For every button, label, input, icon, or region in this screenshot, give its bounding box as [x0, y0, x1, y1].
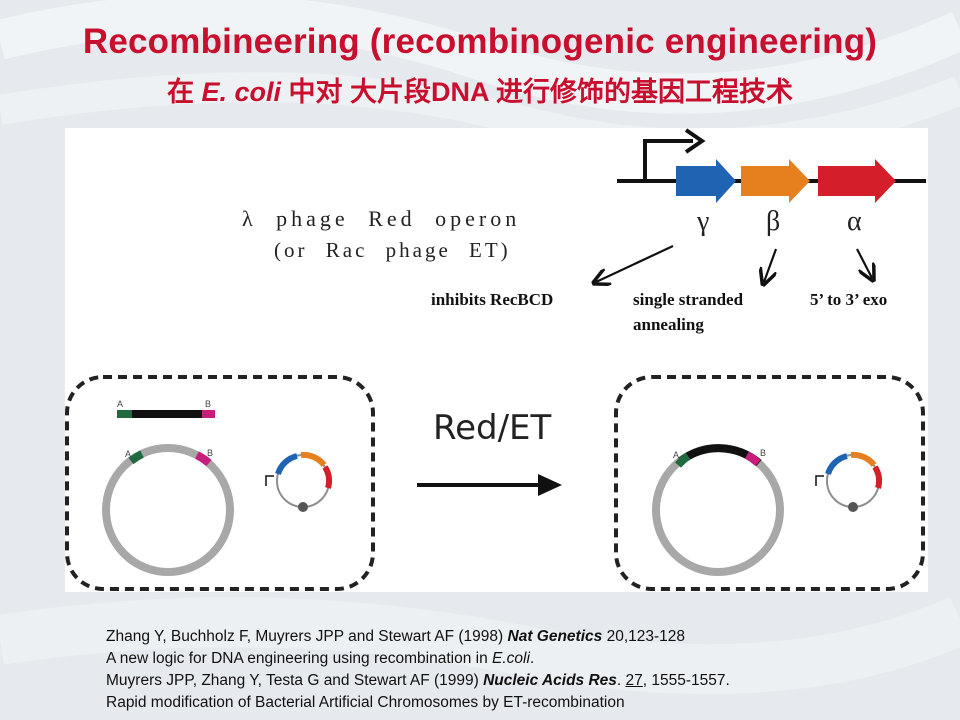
plasmid-right-arm-a	[675, 452, 691, 468]
gene-gamma-symbol: γ	[697, 206, 710, 237]
plasmid-left	[102, 444, 234, 576]
linear-dna-arm-b	[202, 410, 215, 418]
label-a-linear: A	[117, 399, 123, 409]
label-b-right: B	[760, 448, 766, 458]
subtitle-part1: 在	[166, 77, 202, 107]
beta-function-line1: single stranded	[633, 290, 744, 309]
slide-title: Recombineering (recombinogenic engineeri…	[82, 22, 878, 61]
gamma-pointer	[596, 245, 674, 282]
label-b-left: B	[207, 448, 213, 458]
beta-function-line2: annealing	[633, 315, 704, 334]
ref3-rest: , 1555-1557.	[642, 672, 730, 689]
ref3-volume: 27	[625, 672, 643, 689]
gene-beta-arrow	[741, 159, 810, 203]
ref2-ecoli: E.coli	[492, 650, 530, 667]
phage-red-operon-label: λ phage Red operon	[242, 206, 521, 231]
rac-phage-label: (or Rac phage ET)	[274, 238, 511, 262]
ref1-authors: Zhang Y, Buchholz F, Muyrers JPP and Ste…	[106, 628, 508, 645]
references: Zhang Y, Buchholz F, Muyrers JPP and Ste…	[106, 626, 926, 714]
before-reaction-box	[65, 375, 375, 591]
after-reaction-box	[614, 375, 925, 591]
label-b-linear: B	[205, 399, 211, 409]
subtitle-ecoli: E. coli	[201, 77, 282, 107]
alpha-function-label: 5’ to 3’ exo	[810, 290, 888, 309]
label-a-left: A	[125, 449, 131, 459]
promoter-arrow	[643, 139, 693, 181]
plasmid-left-arm-b	[195, 451, 212, 467]
promoter-arrow-head	[684, 128, 706, 154]
slide-subtitle: 在 E. coli 中对 大片段DNA 进行修饰的基因工程技术	[0, 70, 960, 109]
reference-2-title: Rapid modification of Bacterial Artifici…	[106, 694, 625, 711]
beta-function-label: single stranded annealing	[633, 287, 743, 337]
plasmid-left-arm-a	[128, 450, 144, 465]
helper-plasmid-right	[815, 451, 882, 512]
alpha-pointer	[856, 248, 872, 278]
helper-plasmid-left	[265, 451, 332, 512]
beta-pointer	[764, 248, 778, 282]
diagram-panel	[65, 128, 928, 592]
subtitle-part2: 中对 大片段DNA 进行修饰的基因工程技术	[281, 77, 794, 107]
reference-1: Zhang Y, Buchholz F, Muyrers JPP and Ste…	[106, 626, 926, 648]
reaction-arrow-head	[538, 474, 562, 496]
ref1-rest: 20,123-128	[602, 628, 686, 645]
ref2-prefix: A new logic for DNA engineering using re…	[106, 650, 493, 667]
gamma-function-label: inhibits RecBCD	[431, 290, 554, 309]
label-a-right: A	[673, 450, 679, 460]
reaction-label: Red/ET	[433, 408, 552, 448]
linear-dna-body	[132, 410, 202, 418]
ref1-journal: Nat Genetics	[507, 628, 603, 645]
linear-dna-arm-a	[117, 410, 132, 418]
ref3-authors: Muyrers JPP, Zhang Y, Testa G and Stewar…	[106, 672, 484, 689]
reference-2: Muyrers JPP, Zhang Y, Testa G and Stewar…	[106, 670, 926, 692]
gene-gamma-arrow	[676, 159, 736, 203]
reference-1-title: A new logic for DNA engineering using re…	[106, 648, 926, 670]
ref3-journal: Nucleic Acids Res	[483, 672, 617, 689]
gene-alpha-symbol: α	[847, 206, 862, 237]
gene-beta-symbol: β	[766, 206, 781, 237]
ref2-suffix: .	[529, 650, 535, 667]
plasmid-right	[652, 444, 784, 576]
plasmid-right-arm-b	[744, 451, 761, 467]
ref3-dot: .	[616, 672, 626, 689]
gene-alpha-arrow	[818, 159, 896, 203]
